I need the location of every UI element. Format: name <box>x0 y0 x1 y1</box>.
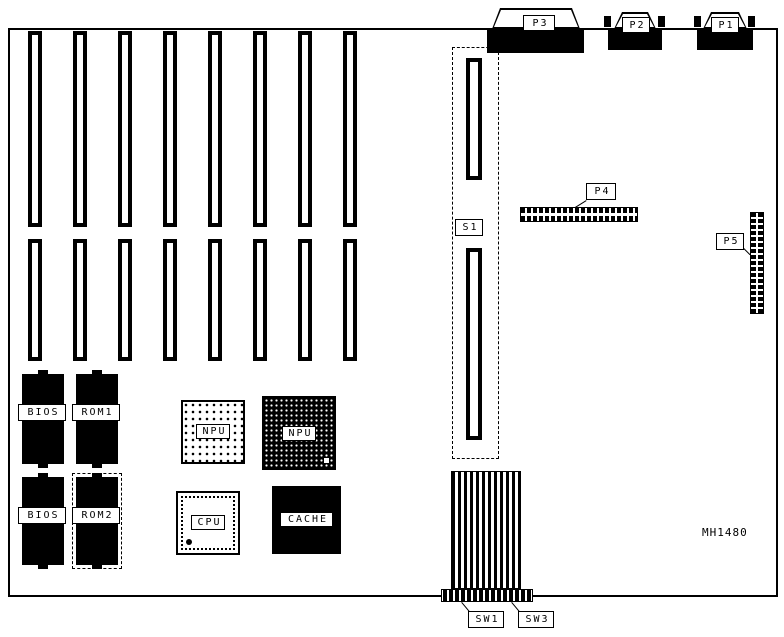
part-number: MH1480 <box>702 526 748 539</box>
switch-pin-strip <box>441 589 533 602</box>
rom1-label: ROM1 <box>72 404 120 421</box>
p2-connector-body <box>608 28 662 50</box>
expansion-slot <box>118 31 132 227</box>
p4-pin-header <box>520 207 638 222</box>
expansion-slot <box>208 239 222 361</box>
npu-chip-right <box>262 396 336 470</box>
p1-mount-ear <box>748 16 755 27</box>
cpu-pin1-dot <box>186 539 192 545</box>
s1-label: S1 <box>455 219 483 236</box>
p2-label: P2 <box>622 17 650 33</box>
expansion-slot <box>73 31 87 227</box>
expansion-slot <box>28 31 42 227</box>
cpu-pin-ring <box>181 496 235 550</box>
p1-mount-ear <box>694 16 701 27</box>
expansion-slot <box>208 31 222 227</box>
cpu-label: CPU <box>191 515 225 530</box>
expansion-slot <box>73 239 87 361</box>
npu-right-label: NPU <box>282 426 316 441</box>
cache-label: CACHE <box>280 512 333 527</box>
p5-pin-header <box>750 212 764 314</box>
p1-label: P1 <box>711 17 739 33</box>
expansion-slot <box>28 239 42 361</box>
p5-label: P5 <box>716 233 744 250</box>
sw1-label: SW1 <box>468 611 504 628</box>
expansion-slot <box>343 31 357 227</box>
sw3-label: SW3 <box>518 611 554 628</box>
expansion-slot <box>163 239 177 361</box>
p3-connector-body <box>487 28 584 53</box>
expansion-slot <box>298 239 312 361</box>
pin1-mark <box>324 458 329 463</box>
npu-socket-left <box>181 400 245 464</box>
expansion-slot <box>253 31 267 227</box>
npu-left-label: NPU <box>196 424 230 439</box>
p4-label: P4 <box>586 183 616 200</box>
rom2-label: ROM2 <box>72 507 120 524</box>
expansion-slot <box>163 31 177 227</box>
bios-bottom-label: BIOS <box>18 507 66 524</box>
expansion-slot <box>343 239 357 361</box>
expansion-slot <box>253 239 267 361</box>
p2-mount-ear <box>604 16 611 27</box>
s1-slot-lower <box>466 248 482 440</box>
expansion-slot <box>118 239 132 361</box>
p2-mount-ear <box>658 16 665 27</box>
motherboard-outline <box>8 28 778 597</box>
ribbon-cable <box>451 471 521 589</box>
expansion-slot <box>298 31 312 227</box>
p3-label: P3 <box>523 15 555 31</box>
p1-connector-body <box>697 28 753 50</box>
bios-top-label: BIOS <box>18 404 66 421</box>
s1-slot-upper <box>466 58 482 180</box>
